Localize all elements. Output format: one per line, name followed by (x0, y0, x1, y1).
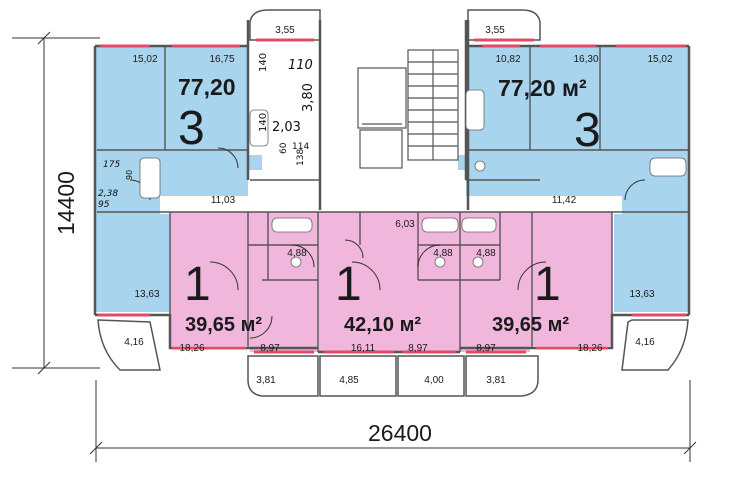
room-area: 4,00 (424, 375, 444, 386)
fixtures (139, 89, 687, 268)
room-area: 16,30 (573, 54, 598, 65)
apartment-3-left-area: 77,20 (178, 74, 236, 100)
balcony-bottom-1 (247, 355, 319, 397)
room-area: 4,88 (287, 248, 307, 259)
apartment-fills (95, 46, 689, 352)
balcony-bottom-right-corner (621, 319, 689, 371)
room-area: 4,88 (476, 248, 496, 259)
hand-note: 140 (258, 113, 269, 132)
room-area: 10,82 (495, 54, 520, 65)
door-swings (129, 147, 646, 339)
room-area: 11,42 (552, 195, 577, 206)
room-area: 8,97 (260, 343, 280, 354)
room-area: 3,81 (256, 375, 276, 386)
apartment-1-center-area: 42,10 м² (344, 314, 421, 336)
hand-note: 110 (288, 58, 313, 73)
room-area: 18,26 (577, 343, 602, 354)
windows (98, 38, 686, 354)
apartment-3-right-rooms: 3 (574, 104, 601, 157)
apartment-1-left-fill (170, 212, 318, 352)
room-area-labels: 3,55 3,55 15,02 16,75 16,30 15,02 10,82 … (124, 25, 673, 386)
room-area: 18,26 (179, 343, 204, 354)
apartment-1-center-rooms: 1 (335, 258, 362, 311)
room-area: 4,85 (339, 375, 359, 386)
hand-note: 140 (258, 53, 269, 72)
apartment-3-left-fill (95, 46, 262, 312)
room-area: 11,03 (211, 195, 236, 206)
stair-core (357, 49, 459, 169)
handwritten-annotations: 140 110 3,80 140 2,03 60 114 138 175 90 … (98, 53, 316, 210)
hand-note: 2,03 (272, 120, 301, 135)
hand-note: 95 (98, 200, 110, 210)
hand-note: 3,80 (301, 83, 316, 112)
room-area: 16,75 (209, 54, 234, 65)
apartment-1-right-area: 39,65 м² (492, 314, 569, 336)
apartment-3-left-rooms: 3 (178, 102, 205, 155)
balcony-bottom-4 (465, 355, 539, 397)
hand-note: 175 (103, 160, 120, 170)
height-dimension: 14400 (53, 171, 79, 235)
apartment-1-right-rooms: 1 (534, 258, 561, 311)
room-area: 4,88 (433, 248, 453, 259)
room-area: 4,16 (635, 337, 655, 348)
room-area: 3,55 (485, 25, 505, 36)
apartment-1-left-area: 39,65 м² (185, 314, 262, 336)
room-area: 8,97 (476, 343, 496, 354)
balcony-bottom-left-corner (97, 319, 161, 371)
hand-note: 90 (125, 170, 134, 180)
room-area: 4,16 (124, 337, 144, 348)
balconies (97, 9, 689, 397)
hand-note: 114 (292, 142, 309, 152)
room-area: 3,55 (275, 25, 295, 36)
room-area: 3,81 (486, 375, 506, 386)
partitions (97, 46, 690, 352)
apartment-3-right-fill (458, 46, 689, 312)
balcony-top-right (467, 9, 541, 41)
balcony-top-left (249, 9, 321, 41)
dimension-lines (12, 31, 697, 462)
hand-note: 2,38 (98, 189, 118, 199)
room-area: 13,63 (134, 289, 159, 300)
hand-note: 138 (296, 149, 306, 166)
apartment-1-right-fill (460, 212, 612, 352)
room-area: 15,02 (132, 54, 157, 65)
room-area: 16,11 (351, 343, 376, 354)
room-area: 6,03 (395, 219, 415, 230)
room-area: 13,63 (629, 289, 654, 300)
room-area: 15,02 (647, 54, 672, 65)
balcony-bottom-3 (397, 355, 465, 397)
apartment-3-right-area: 77,20 м² (498, 75, 587, 101)
balcony-bottom-2 (319, 355, 397, 397)
room-area: 8,97 (408, 343, 428, 354)
apartment-1-center-fill (318, 212, 460, 352)
hand-note: 60 (279, 142, 289, 154)
apartment-1-left-rooms: 1 (184, 258, 211, 311)
width-dimension: 26400 (368, 420, 432, 446)
